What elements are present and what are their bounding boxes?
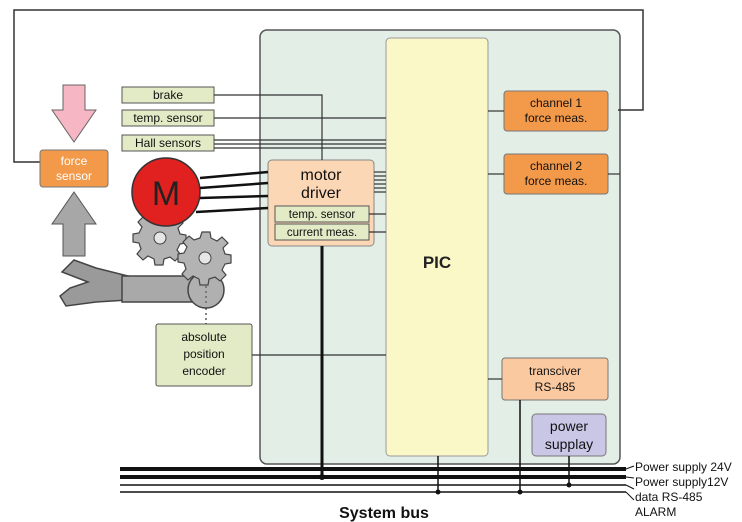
current-meas-label: current meas. bbox=[287, 227, 357, 239]
motor-circle-icon bbox=[131, 157, 201, 227]
channel-1-label-1: channel 1 bbox=[530, 96, 582, 110]
transceiver-label-1: transciver bbox=[529, 364, 581, 378]
motor-phase-wires bbox=[195, 170, 269, 214]
channel-2-label-2: force meas. bbox=[525, 174, 588, 188]
force-sensor-label-1: force bbox=[61, 154, 88, 168]
encoder-label-2: position bbox=[183, 347, 224, 361]
channel-1-label-2: force meas. bbox=[525, 111, 588, 125]
arrow-down-icon bbox=[51, 84, 97, 143]
encoder-label-1: absolute bbox=[181, 330, 227, 344]
hall-sensors-box bbox=[121, 134, 215, 152]
motor-symbol: M bbox=[152, 175, 180, 213]
bus-label-rs485: data RS-485 bbox=[635, 490, 703, 504]
power-supply-label-2: supplay bbox=[545, 436, 593, 452]
temp-sensor-label: temp. sensor bbox=[133, 111, 202, 125]
transceiver-label-2: RS-485 bbox=[535, 380, 576, 394]
driver-pic-wires bbox=[369, 171, 386, 233]
system-bus-lines bbox=[120, 465, 635, 501]
hall-sensors-label: Hall sensors bbox=[135, 136, 201, 150]
channel-2-label-1: channel 2 bbox=[530, 159, 582, 173]
sensor-wires bbox=[205, 94, 386, 356]
motor-driver-label-2: driver bbox=[301, 185, 342, 202]
power-supply-label-1: power bbox=[550, 418, 588, 434]
brake-label: brake bbox=[153, 88, 183, 102]
feedback-loop-wire bbox=[13, 9, 644, 163]
encoder-label-3: encoder bbox=[182, 364, 225, 378]
bus-drops bbox=[320, 246, 570, 492]
pic-block bbox=[385, 37, 489, 457]
bus-label-24v: Power supply 24V bbox=[635, 460, 732, 474]
pic-channel-wires bbox=[488, 110, 620, 380]
gear-icon bbox=[132, 211, 232, 286]
gripper-arm-icon bbox=[59, 259, 225, 309]
motor-driver-label-1: motor bbox=[301, 167, 343, 184]
pic-label: PIC bbox=[423, 253, 451, 272]
driver-temp-sensor-label: temp. sensor bbox=[289, 209, 356, 221]
bus-label-alarm: ALARM bbox=[635, 505, 676, 519]
force-sensor-label-2: sensor bbox=[56, 169, 92, 183]
bus-label-12v: Power supply12V bbox=[635, 475, 728, 489]
force-sensor-block bbox=[39, 149, 109, 188]
system-bus-label: System bus bbox=[339, 505, 429, 522]
bus-junction-dots bbox=[319, 474, 572, 495]
arrow-up-icon bbox=[51, 191, 97, 257]
